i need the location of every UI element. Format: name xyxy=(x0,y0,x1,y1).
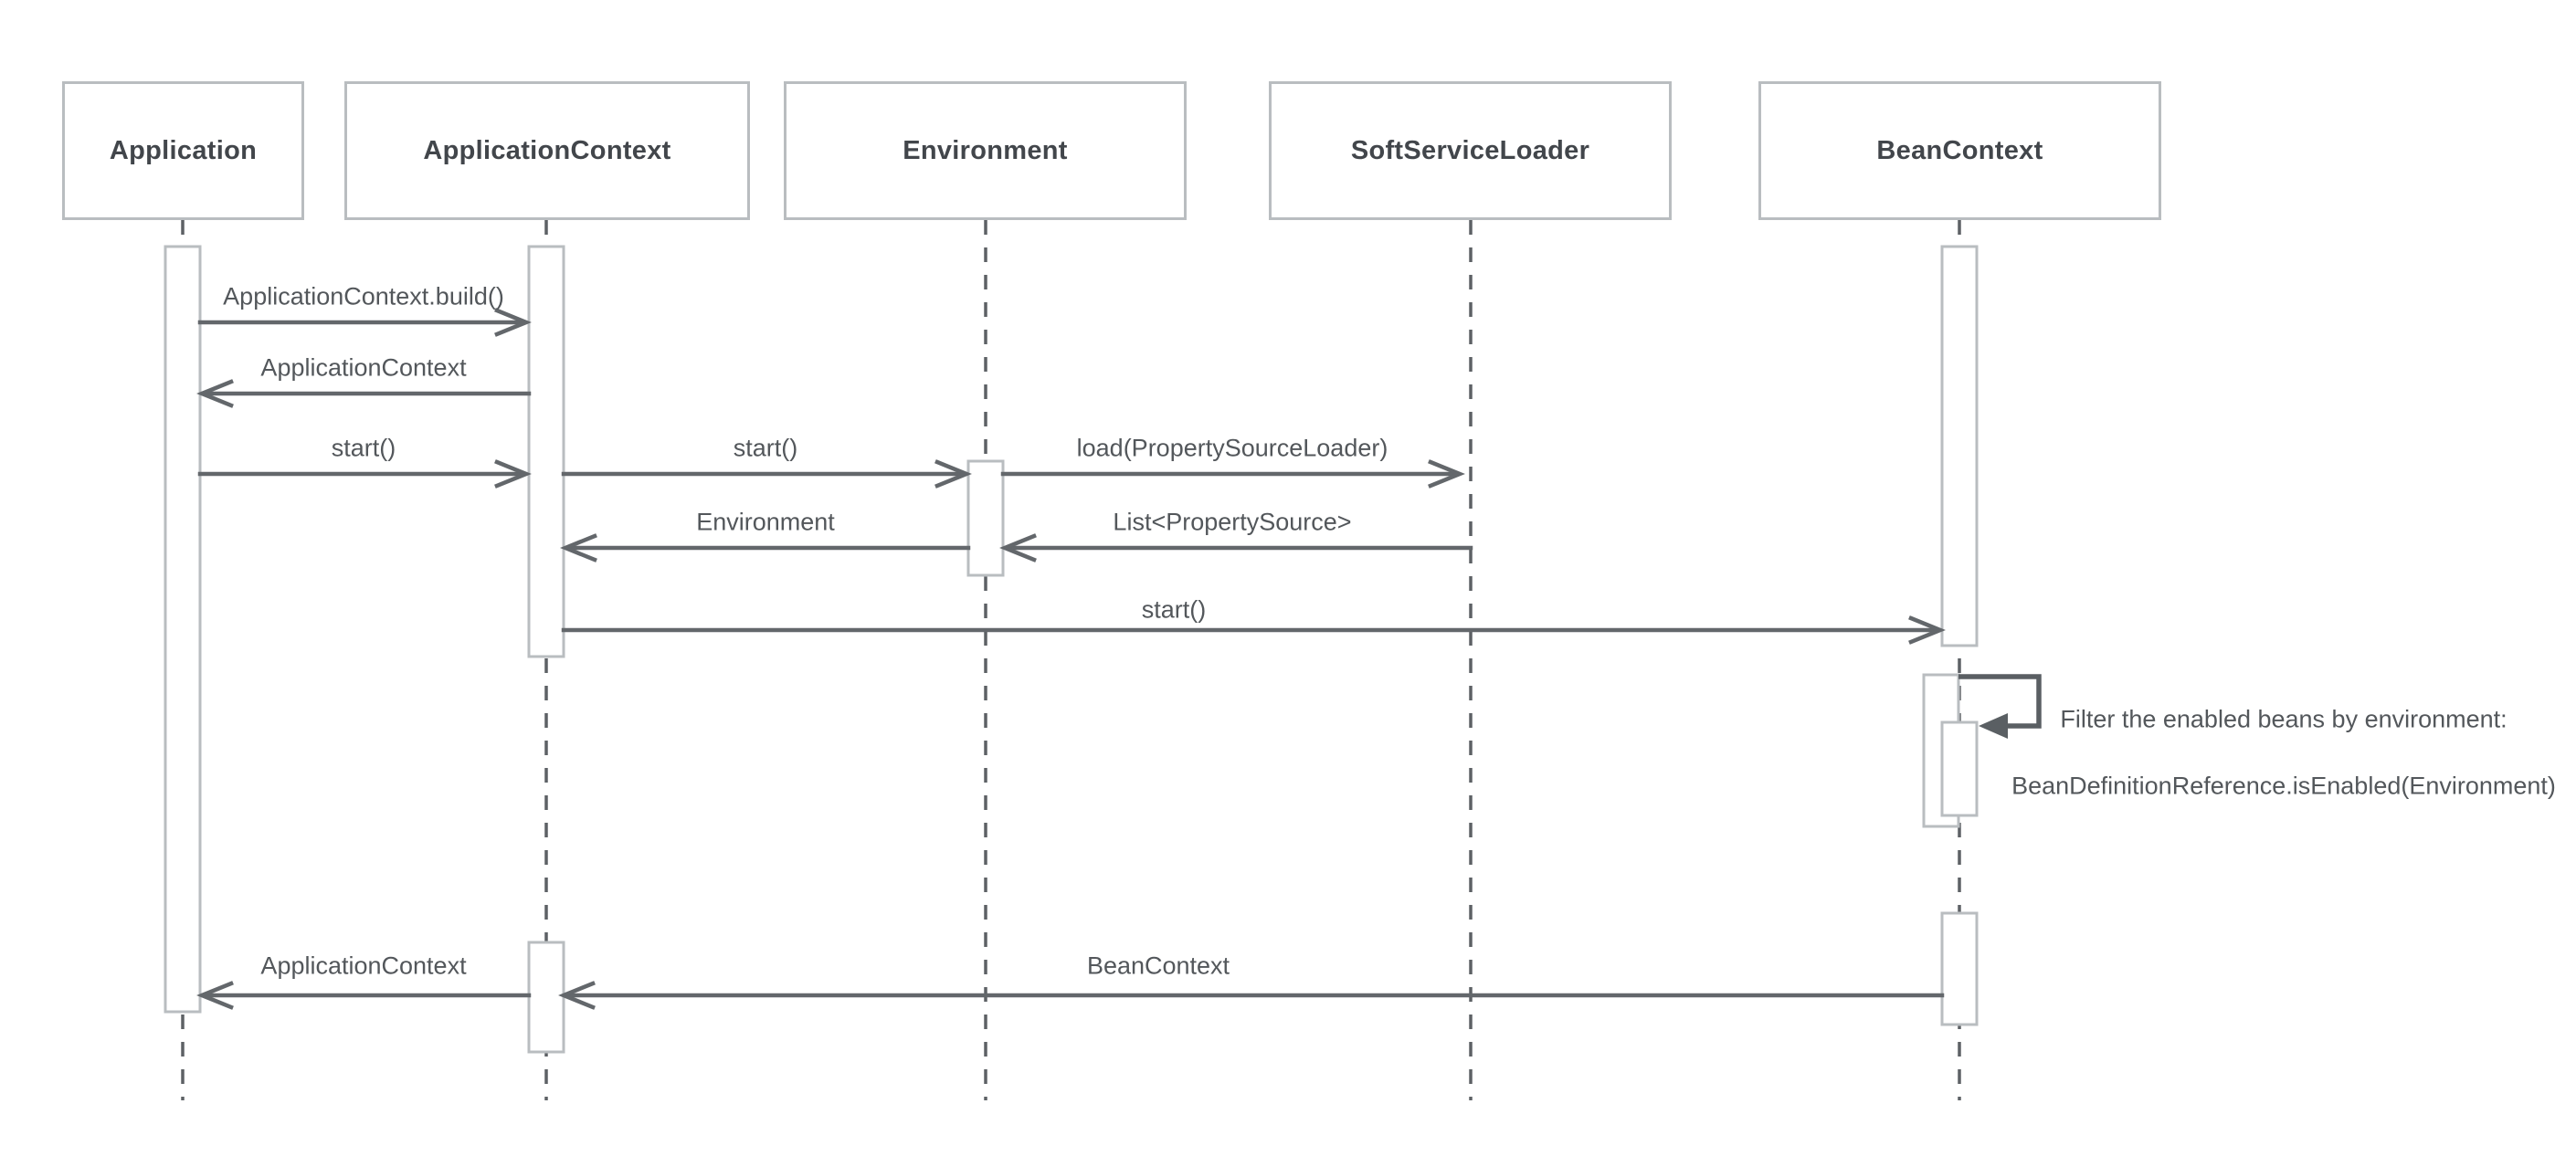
arrowhead-right-start-1 xyxy=(494,459,532,489)
participant-box-softserviceloader: SoftServiceLoader xyxy=(1269,81,1672,220)
message-label-return-applicationcontext: ApplicationContext xyxy=(260,353,467,382)
message-label-return-environment: Environment xyxy=(696,508,835,536)
self-call-arrowhead xyxy=(1979,713,2008,739)
message-arrow-return-environment xyxy=(560,533,971,562)
message-label-start-1: start() xyxy=(331,434,396,462)
arrowhead-left-return-list xyxy=(999,533,1037,562)
arrowhead-left-return-environment xyxy=(560,533,597,562)
participant-box-beancontext: BeanContext xyxy=(1758,81,2161,220)
message-arrow-start-1 xyxy=(197,459,532,489)
message-arrow-return-beancontext xyxy=(558,981,1945,1010)
message-label-return-applicationcontext-2: ApplicationContext xyxy=(260,951,467,980)
activation-bar-environment xyxy=(966,459,1005,577)
activation-bar-beancontext-self-inner xyxy=(1940,720,1979,817)
activation-bar-beancontext-1 xyxy=(1940,245,1979,647)
message-arrow-return-applicationcontext-2 xyxy=(196,981,532,1010)
arrowhead-right-start-3 xyxy=(1908,615,1946,645)
arrowhead-right-load xyxy=(1428,459,1465,489)
participant-label-softserviceloader: SoftServiceLoader xyxy=(1350,135,1590,165)
arrowhead-right-build xyxy=(494,308,532,337)
message-label-start-2: start() xyxy=(733,434,798,462)
arrowhead-left-return-applicationcontext xyxy=(196,379,234,408)
self-call-note-line-2: BeanDefinitionReference.isEnabled(Enviro… xyxy=(2011,772,2556,800)
message-arrow-load xyxy=(1000,459,1465,489)
message-arrow-return-list xyxy=(999,533,1473,562)
message-label-start-3: start() xyxy=(1141,595,1207,624)
arrowhead-left-return-beancontext xyxy=(558,981,596,1010)
message-arrow-build xyxy=(197,308,532,337)
message-label-return-list: List<PropertySource> xyxy=(1113,508,1352,536)
message-arrow-start-3 xyxy=(561,615,1946,645)
self-call-note-line-1: Filter the enabled beans by environment: xyxy=(2060,705,2507,733)
participant-label-beancontext: BeanContext xyxy=(1876,135,2043,165)
message-label-build: ApplicationContext.build() xyxy=(223,282,504,310)
participant-label-application: Application xyxy=(109,135,258,165)
activation-bar-beancontext-2 xyxy=(1940,911,1979,1026)
participant-label-applicationcontext: ApplicationContext xyxy=(423,135,671,165)
message-arrow-start-2 xyxy=(561,459,972,489)
activation-bar-applicationcontext-1 xyxy=(527,245,565,658)
message-label-load: load(PropertySourceLoader) xyxy=(1076,434,1388,462)
self-call-loop xyxy=(1958,674,2042,739)
participant-box-applicationcontext: ApplicationContext xyxy=(344,81,750,220)
message-label-return-beancontext: BeanContext xyxy=(1086,951,1230,980)
arrowhead-right-start-2 xyxy=(934,459,972,489)
participant-box-application: Application xyxy=(62,81,304,220)
message-arrow-return-applicationcontext xyxy=(196,379,532,408)
participant-box-environment: Environment xyxy=(784,81,1187,220)
arrowhead-left-return-applicationcontext-2 xyxy=(196,981,234,1010)
participant-label-environment: Environment xyxy=(903,135,1068,165)
activation-bar-application xyxy=(164,245,202,1014)
activation-bar-applicationcontext-2 xyxy=(527,941,565,1054)
